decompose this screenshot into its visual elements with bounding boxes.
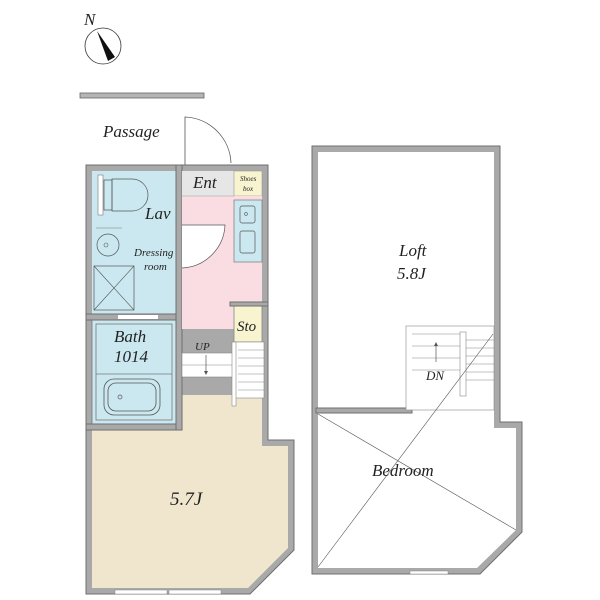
main-room-size: 5.7J [170, 489, 204, 510]
stairs-up-label: UP [195, 341, 210, 353]
washbasin-icon [96, 227, 122, 257]
shoes-box [233, 170, 263, 197]
main-room [92, 382, 288, 588]
passage-label: Passage [102, 122, 160, 141]
bathtub-icon [103, 378, 161, 416]
sink-icon [239, 230, 256, 254]
washing-machine-space [93, 265, 135, 311]
entrance [182, 171, 234, 196]
storage [233, 305, 263, 343]
stove-icon [239, 205, 256, 224]
scale-bar [79, 92, 205, 99]
bedroom-label: Bedroom [372, 461, 434, 480]
shoes-box-label-2: box [243, 185, 254, 193]
loft-size-label: 5.8J [397, 264, 427, 283]
north-arrow-icon: N [83, 10, 122, 65]
dressing-label: Dressing [133, 247, 174, 259]
shoes-box-label: Shoes [240, 175, 257, 183]
dressing-label-2: room [144, 261, 167, 273]
storage-label: Sto [237, 319, 257, 335]
entry-door-icon [184, 116, 232, 165]
ground-floor-plan: Ent Shoes box Lav Dressing room Bath 101… [85, 164, 295, 595]
stairs-down-label: DN [425, 368, 445, 383]
bath-label: Bath [114, 327, 146, 346]
toilet-icon [97, 174, 149, 216]
bath-size-label: 1014 [114, 347, 149, 366]
compass-label: N [83, 10, 97, 29]
stairs-up [181, 341, 265, 407]
loft-label: Loft [398, 241, 428, 260]
lav-label: Lav [144, 204, 171, 223]
stairs-down [405, 325, 495, 411]
entrance-label: Ent [192, 173, 218, 192]
upper-floor-plan: Loft 5.8J DN Bedroom [311, 145, 523, 575]
